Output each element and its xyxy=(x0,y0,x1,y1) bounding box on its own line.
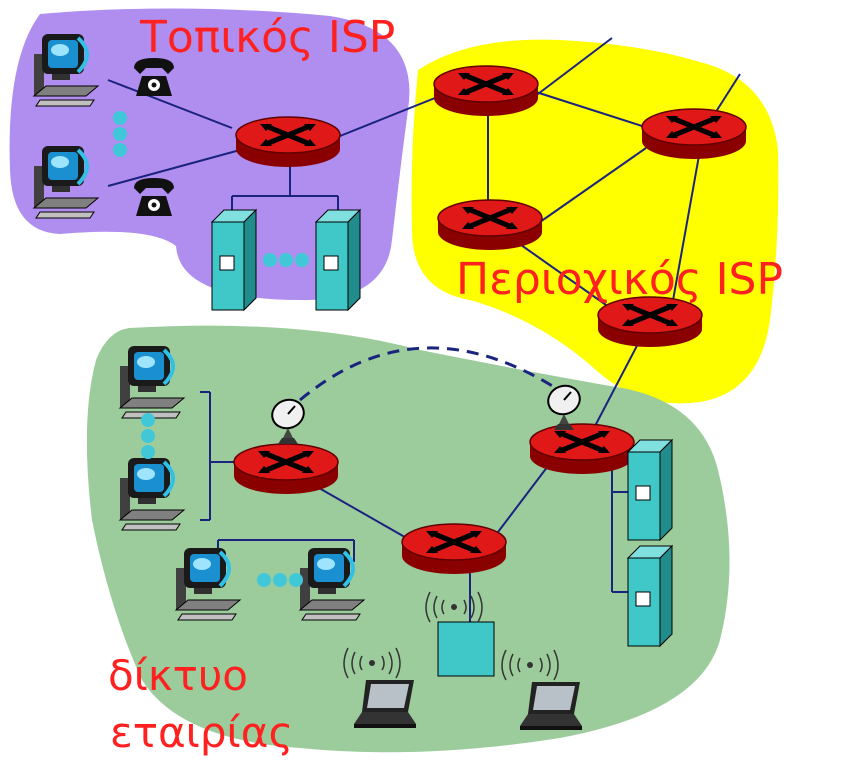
link xyxy=(311,483,411,541)
router-icon xyxy=(530,424,634,474)
satellite-link xyxy=(299,346,563,402)
link xyxy=(107,79,233,129)
router-icon xyxy=(434,66,538,116)
server-icon xyxy=(627,545,673,647)
link xyxy=(593,339,641,429)
corporate-network-label-line2: εταιρίας xyxy=(110,708,294,757)
router-icon xyxy=(402,524,506,574)
router-icon xyxy=(236,117,340,167)
link xyxy=(513,239,617,313)
router-icon xyxy=(234,444,338,494)
links xyxy=(107,37,741,622)
corporate-network-label-line1: δίκτυο xyxy=(108,651,248,700)
link xyxy=(334,95,441,139)
server-icon xyxy=(315,209,361,311)
access-point-icon xyxy=(437,621,495,677)
link xyxy=(529,37,613,101)
router-icon xyxy=(438,200,542,250)
link xyxy=(107,149,241,187)
link xyxy=(535,91,643,127)
local-isp-label: Τοπικός ISP xyxy=(140,12,396,63)
router-icon xyxy=(642,109,746,159)
link xyxy=(671,149,701,307)
link xyxy=(539,147,647,223)
ellipsis-dots xyxy=(113,111,309,587)
regional-isp-label: Περιοχικός ISP xyxy=(456,254,784,305)
server-icon xyxy=(627,439,673,541)
link xyxy=(497,465,549,533)
server-icon xyxy=(211,209,257,311)
